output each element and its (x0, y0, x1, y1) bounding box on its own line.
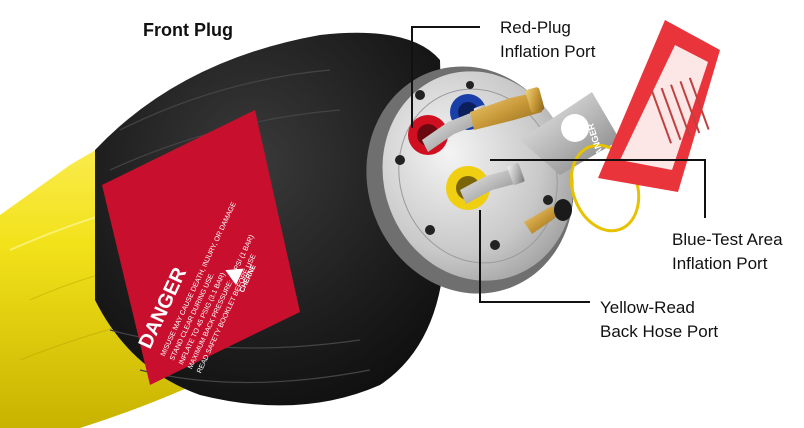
blue-port-leader-line (490, 159, 706, 218)
blue-callout-line-1: Blue-Test Area (672, 230, 783, 249)
yellow-callout-line-1: Yellow-Read (600, 298, 695, 317)
blue-test-callout: Blue-Test Area Inflation Port (672, 228, 783, 276)
figure-title: Front Plug (143, 20, 233, 40)
leader-lines (411, 26, 706, 303)
mounting-bracket (520, 92, 620, 175)
red-plug-callout: Red-Plug Inflation Port (500, 16, 595, 64)
red-callout-line-2: Inflation Port (500, 42, 596, 61)
warning-tag: DANGER (585, 20, 720, 192)
red-port-leader-line (411, 26, 480, 128)
blue-callout-line-2: Inflation Port (672, 254, 768, 273)
brass-quick-connect (470, 87, 545, 130)
yellow-port-leader-line (479, 210, 590, 303)
yellow-read-callout: Yellow-Read Back Hose Port (600, 296, 718, 344)
yellow-callout-line-2: Back Hose Port (600, 322, 719, 341)
brass-valve-cap (524, 199, 572, 234)
steel-quick-connect-yellow (460, 163, 525, 204)
red-callout-line-1: Red-Plug (500, 18, 571, 37)
